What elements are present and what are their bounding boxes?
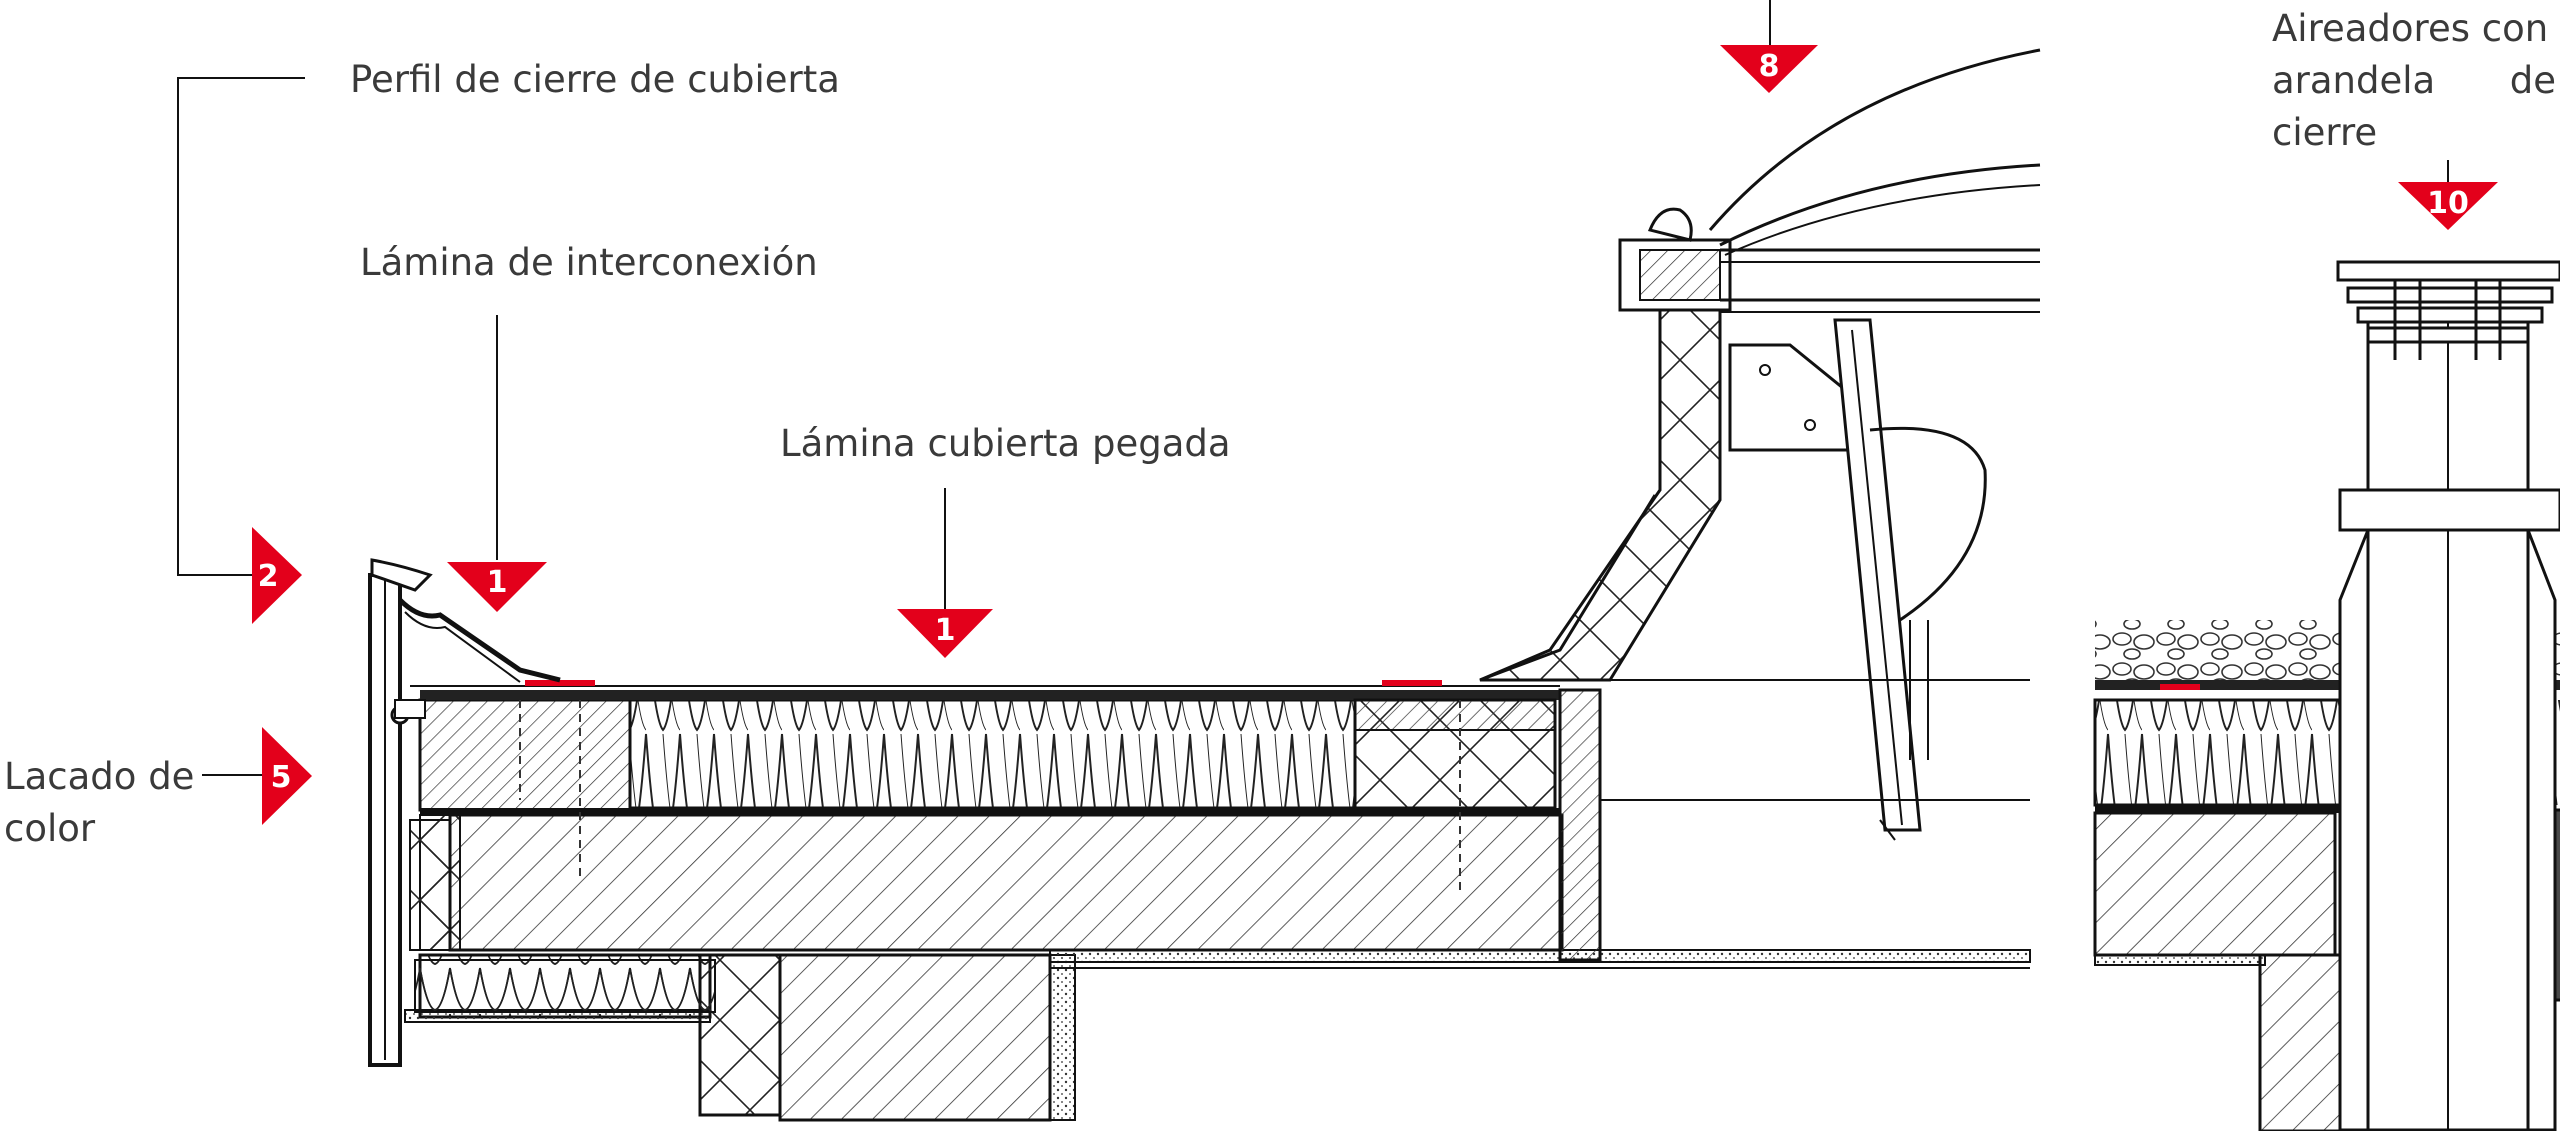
roof-section-vent — [2093, 160, 2560, 1131]
marker-lacado: 5 — [262, 727, 312, 825]
marker-label: 2 — [258, 559, 279, 594]
marker-label: 1 — [935, 613, 956, 648]
label-pegada: Lámina cubierta pegada — [780, 422, 1231, 465]
roof-section-main — [404, 680, 2031, 1122]
marker-lucernario: 8 — [1720, 45, 1818, 93]
marker-label: 5 — [271, 760, 292, 795]
marker-aireador: 10 — [2398, 182, 2498, 230]
marker-perfil: 2 — [252, 527, 302, 624]
label-lacado-line2: color — [4, 807, 96, 850]
marker-label: 8 — [1759, 49, 1780, 84]
marker-label: 10 — [2427, 186, 2469, 221]
skylight-upstand — [1479, 0, 2041, 841]
marker-label: 1 — [487, 565, 508, 600]
label-aireadores-line2b: de — [2510, 59, 2556, 102]
label-aireadores-line3: cierre — [2272, 111, 2377, 154]
marker-interconexion: 1 — [447, 562, 547, 612]
label-interconexion: Lámina de interconexión — [360, 241, 818, 284]
marker-pegada: 1 — [897, 609, 993, 658]
label-lacado-line1: Lacado de — [4, 755, 194, 798]
edge-closure-profile — [368, 558, 561, 1067]
label-perfil: Perfil de cierre de cubierta — [350, 58, 840, 101]
leader-lines — [177, 77, 946, 776]
label-aireadores-line2a: arandela — [2272, 59, 2435, 102]
label-aireadores-line1: Aireadores con — [2272, 7, 2548, 50]
